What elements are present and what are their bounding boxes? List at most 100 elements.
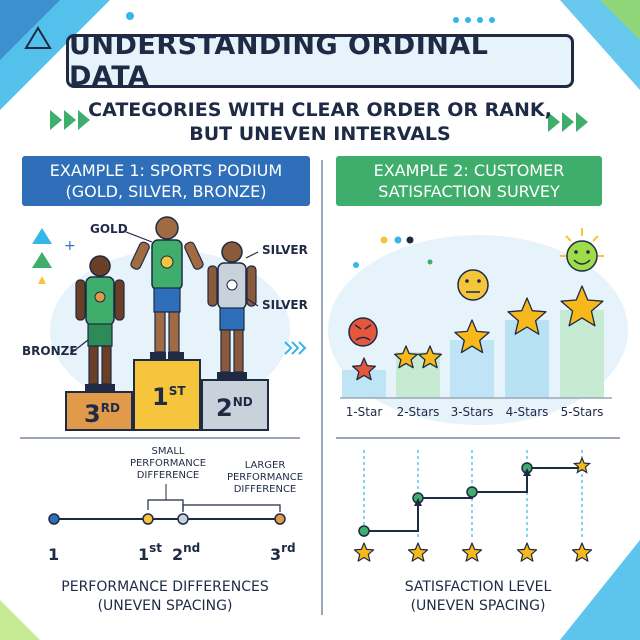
- podium-third-label: 3RD: [84, 400, 120, 428]
- page-title: UNDERSTANDING ORDINAL DATA: [69, 30, 489, 92]
- small-note-line-3: DIFFERENCE: [136, 470, 200, 481]
- scale-tick-2nd: 2nd: [172, 541, 200, 564]
- podium-first-block: [133, 359, 201, 431]
- level-step-line: [364, 467, 582, 532]
- rating-star-1: [351, 357, 377, 381]
- scale-point-2nd: [177, 513, 189, 525]
- level-point-5: [572, 456, 592, 474]
- decor-dots-right: [353, 236, 433, 268]
- level-arrow-2: [523, 468, 531, 476]
- rating-bar-5: [560, 310, 604, 398]
- level-arrow-1: [414, 498, 422, 506]
- large-note-line-3: DIFFERENCE: [233, 484, 297, 495]
- corner-triangle-top-right-inner: [600, 0, 640, 40]
- example2-footer: SATISFACTION LEVEL (UNEVEN SPACING): [336, 578, 620, 616]
- athlete-silver: [207, 241, 257, 380]
- podium-third-block: [65, 391, 133, 431]
- example2-heading-line-1: EXAMPLE 2: CUSTOMER: [373, 161, 565, 180]
- level-star-5: [571, 542, 593, 562]
- neutral-face-icon: [457, 269, 489, 301]
- rating-label-4: 4-Stars: [506, 405, 549, 419]
- scale-tick-1st: 1st: [138, 541, 162, 564]
- triangle-outline-icon: [24, 26, 52, 49]
- label-silver-top: SILVER: [262, 243, 308, 257]
- silver-pointer-top: [245, 251, 259, 259]
- small-note-line-1: SMALL: [151, 446, 185, 457]
- subtitle: CATEGORIES WITH CLEAR ORDER OR RANK, BUT…: [60, 98, 580, 146]
- rating-star-4: [507, 297, 547, 335]
- level-star-3: [461, 542, 483, 562]
- example1-footer-line-2: (UNEVEN SPACING): [97, 598, 233, 614]
- level-star-2: [407, 542, 429, 562]
- gold-medal-icon: [160, 255, 174, 269]
- dot-decor: [126, 12, 134, 20]
- decor-shapes-left: +: [32, 228, 76, 284]
- scale-point-1st: [142, 513, 154, 525]
- happy-face-icon: [560, 228, 604, 272]
- small-note-line-2: PERFORMANCE: [129, 458, 207, 469]
- arrow-chevrons-right: [548, 112, 588, 132]
- large-note-line-1: LARGER: [244, 460, 286, 471]
- larger-difference-note: LARGER PERFORMANCE DIFFERENCE: [210, 460, 320, 496]
- scale-point-1: [48, 513, 60, 525]
- level-point-1: [358, 525, 370, 537]
- podium-first-label: 1ST: [152, 383, 186, 411]
- level-star-4: [516, 542, 538, 562]
- rating-label-3: 3-Stars: [451, 405, 494, 419]
- label-bronze: BRONZE: [22, 344, 78, 358]
- chevrons-podium: [284, 341, 307, 355]
- rating-label-5: 5-Stars: [561, 405, 604, 419]
- rating-star-5: [560, 285, 604, 327]
- silver-pointer-bottom: [245, 297, 259, 307]
- small-difference-note: SMALL PERFORMANCE DIFFERENCE: [118, 446, 218, 482]
- title-box: UNDERSTANDING ORDINAL DATA: [66, 30, 574, 92]
- scale-tick-3rd: 3rd: [270, 541, 296, 564]
- rating-star-2-1: [393, 345, 419, 369]
- level-point-3: [466, 486, 478, 498]
- bronze-medal-icon: [94, 291, 106, 303]
- podium-second-block: [201, 379, 269, 431]
- example1-footer: PERFORMANCE DIFFERENCES (UNEVEN SPACING): [20, 578, 310, 616]
- dot-row-decor: [453, 17, 495, 23]
- rating-bar-3: [450, 340, 494, 398]
- gold-pointer: [125, 231, 153, 243]
- larger-bracket: [182, 504, 281, 512]
- subtitle-line-2: BUT UNEVEN INTERVALS: [189, 123, 451, 145]
- example2-footer-line-1: SATISFACTION LEVEL: [404, 579, 552, 595]
- podium-second-label: 2ND: [216, 394, 253, 422]
- svg-text:+: +: [64, 238, 76, 254]
- corner-triangle-top-right: [560, 0, 640, 90]
- example1-footer-line-1: PERFORMANCE DIFFERENCES: [61, 579, 269, 595]
- level-star-1: [353, 542, 375, 562]
- example1-heading: EXAMPLE 1: SPORTS PODIUM (GOLD, SILVER, …: [22, 156, 310, 206]
- example2-heading: EXAMPLE 2: CUSTOMER SATISFACTION SURVEY: [336, 156, 602, 206]
- scale-point-3rd: [274, 513, 286, 525]
- subtitle-line-1: CATEGORIES WITH CLEAR ORDER OR RANK,: [88, 99, 552, 121]
- example2-heading-line-2: SATISFACTION SURVEY: [378, 182, 560, 201]
- arrow-chevrons-left: [50, 110, 90, 130]
- corner-triangle-bottom-right: [560, 540, 640, 640]
- label-gold: GOLD: [90, 222, 128, 236]
- rating-label-1: 1-Star: [346, 405, 383, 419]
- scale-tick-1: 1: [48, 545, 59, 564]
- corner-triangle-bottom-left: [0, 600, 40, 640]
- bronze-pointer: [69, 339, 89, 355]
- rating-star-2-2: [417, 345, 443, 369]
- rating-label-2: 2-Stars: [397, 405, 440, 419]
- example1-heading-line-1: EXAMPLE 1: SPORTS PODIUM: [49, 161, 283, 180]
- label-silver-bottom: SILVER: [262, 298, 308, 312]
- example1-heading-line-2: (GOLD, SILVER, BRONZE): [65, 182, 267, 201]
- corner-triangle-top-left-inner: [0, 0, 60, 60]
- example2-footer-line-2: (UNEVEN SPACING): [410, 598, 546, 614]
- silver-medal-icon: [226, 279, 238, 291]
- athlete-bronze: [75, 255, 125, 392]
- rating-star-3: [454, 319, 490, 354]
- angry-face-icon: [348, 317, 378, 347]
- athlete-gold: [130, 216, 204, 360]
- large-note-line-2: PERFORMANCE: [226, 472, 304, 483]
